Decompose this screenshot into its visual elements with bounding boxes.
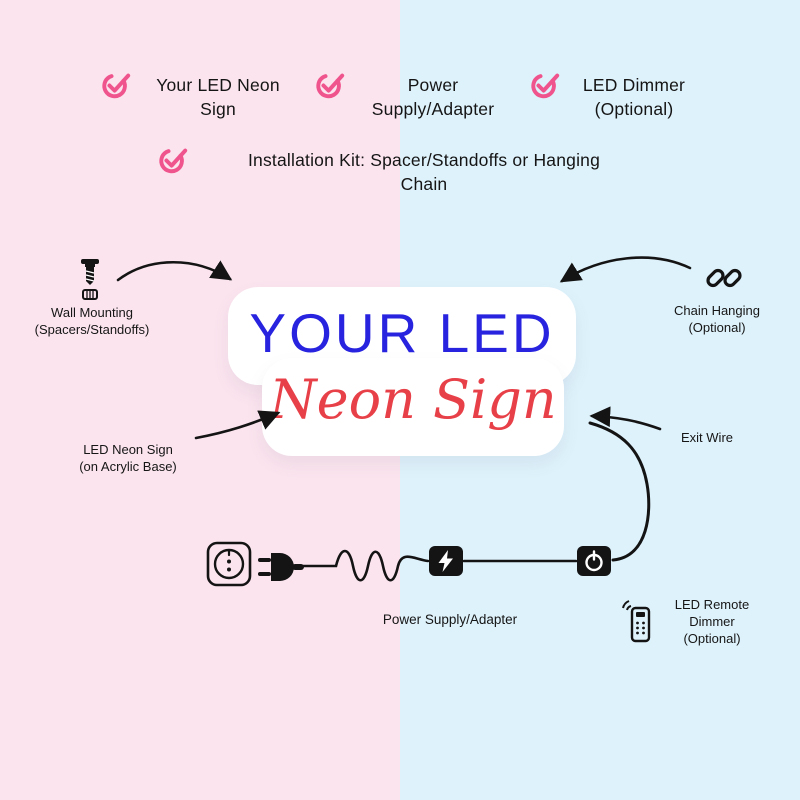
power-dimmer-icon xyxy=(576,545,612,577)
remote-dimmer-label: LED Remote Dimmer (Optional) xyxy=(674,597,750,646)
wall-socket-icon xyxy=(206,541,252,587)
power-plug-icon xyxy=(256,549,304,585)
power-adapter-icon xyxy=(428,545,464,577)
check-icon xyxy=(158,145,188,175)
power-supply-label: Power Supply/Adapter xyxy=(382,612,518,627)
chain-hanging-label: Chain Hanging (Optional) xyxy=(673,303,760,335)
check-icon xyxy=(101,70,131,100)
checklist-item-power-supply: Power Supply/Adapter xyxy=(371,75,495,119)
checklist-item-installation-kit: Installation Kit: Spacer/Standoffs or Ha… xyxy=(247,150,601,194)
screw-standoff-icon xyxy=(76,258,106,304)
checklist-item-your-led-neon-sign: Your LED Neon Sign xyxy=(156,75,280,119)
chain-links-icon xyxy=(704,258,744,298)
check-icon xyxy=(315,70,345,100)
sign-subtitle: Neon Sign xyxy=(269,368,557,431)
check-icon xyxy=(530,70,560,100)
wall-mounting-label: Wall Mounting (Spacers/Standoffs) xyxy=(34,305,150,337)
neon-base-label: LED Neon Sign (on Acrylic Base) xyxy=(79,442,177,474)
exit-wire-label: Exit Wire xyxy=(681,430,733,445)
checklist-item-led-dimmer: LED Dimmer (Optional) xyxy=(582,75,686,119)
sign-board-bottom xyxy=(262,358,564,456)
remote-control-icon xyxy=(620,598,654,644)
sign-title: YOUR LED xyxy=(249,302,555,364)
